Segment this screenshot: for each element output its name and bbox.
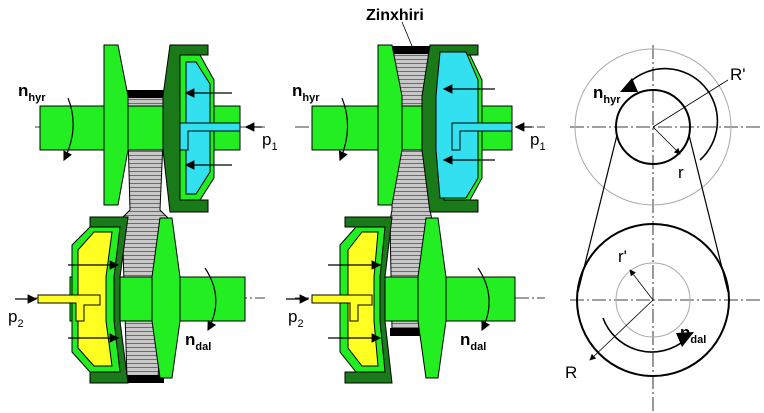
top-inner-circle: [615, 89, 691, 165]
belt-bottom-cap-left: [126, 375, 164, 383]
p1-label-mid: p1: [530, 130, 546, 153]
n-dal-label-left: ndal: [185, 330, 211, 353]
n-dal-label-mid: ndal: [460, 330, 486, 353]
movable-housing-top-left: [162, 44, 209, 213]
fixed-sheave-bottom-mid: [417, 217, 447, 379]
geometry-diagram: R' nhyr r r' ndal R: [565, 45, 760, 412]
rotation-arrow-dal-mid: [477, 267, 491, 332]
oil-passage-top-left: [179, 122, 241, 151]
belt-label: Zinxhiri: [366, 7, 424, 24]
belt-top-cap-mid: [390, 46, 432, 54]
rotation-arrow-dal-left: [204, 267, 217, 332]
r-prime-label: r': [618, 247, 627, 266]
R-prime-label: R': [730, 65, 746, 84]
radius-R: [589, 299, 654, 361]
R-label: R: [565, 363, 577, 382]
p2-label-mid: p2: [288, 307, 304, 330]
p2-label-left: p2: [8, 307, 24, 330]
middle-assembly: Zinxhiri nhyr p1 p2 ndal: [286, 7, 546, 384]
left-assembly: nhyr p1 p2 ndal: [8, 44, 278, 384]
oil-passage-bottom-left: [37, 294, 101, 322]
n-hyr-label-mid: nhyr: [292, 81, 320, 104]
belt-tangent-left: [577, 134, 618, 293]
n-hyr-label-geo: nhyr: [593, 83, 621, 106]
rotation-arrowhead-bottom: [676, 332, 694, 347]
fixed-sheave-top-mid: [377, 44, 403, 206]
belt-tangent-right: [688, 134, 729, 293]
bottom-inner-circle: [615, 262, 691, 338]
radius-r: [652, 126, 681, 155]
p1-label-left: p1: [262, 130, 278, 153]
rotation-arrowhead-top: [620, 78, 638, 92]
movable-housing-top-mid: [421, 44, 479, 213]
fixed-sheave-bottom-left: [151, 217, 181, 379]
rotation-arrow-hyr-left: [63, 97, 74, 162]
n-hyr-label-left: nhyr: [18, 81, 46, 104]
r-label: r: [678, 163, 684, 182]
n-dal-label-geo: ndal: [680, 323, 706, 346]
belt-bottom-cap-mid: [390, 328, 432, 336]
radius-R-prime: [652, 79, 729, 128]
belt-leader-line: [401, 21, 413, 47]
rotation-arc-bottom: [602, 317, 686, 353]
belt-top-cap-left: [126, 90, 166, 98]
oil-passage-bottom-mid: [311, 294, 373, 322]
top-outer-circle: [574, 48, 732, 206]
oil-passage-top-mid: [451, 122, 513, 151]
radius-r-prime: [629, 269, 654, 301]
bottom-outer-circle: [576, 223, 730, 377]
rotation-arrow-hyr-mid: [338, 97, 349, 162]
rotation-arc-top: [629, 67, 719, 161]
fixed-sheave-top-left: [103, 44, 129, 206]
